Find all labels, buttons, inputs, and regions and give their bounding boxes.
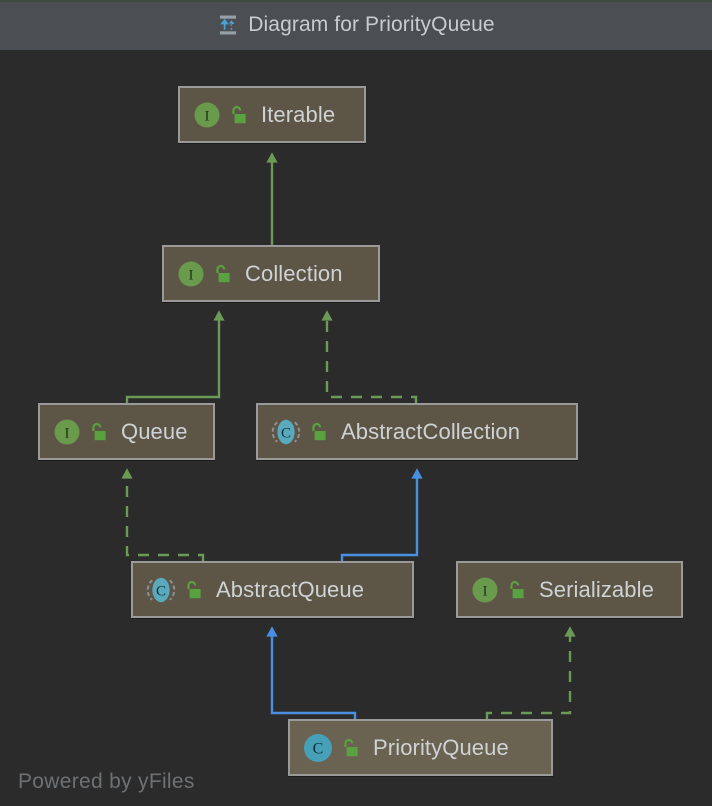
edge-priorityqueue-extends-abstractqueue <box>266 626 357 719</box>
interface-icon: I <box>54 419 80 444</box>
svg-text:C: C <box>313 740 324 757</box>
node-label: Serializable <box>539 576 654 602</box>
open-lock-icon <box>187 580 201 598</box>
node-queue[interactable]: I Queue <box>38 403 215 460</box>
node-icon-group: I <box>470 575 526 605</box>
window-title: Diagram for PriorityQueue <box>248 13 495 36</box>
edge-abstractcollection-implements-collection <box>321 310 418 403</box>
window-titlebar: Diagram for PriorityQueue <box>0 0 712 50</box>
svg-text:I: I <box>483 583 488 599</box>
node-label: Iterable <box>261 101 336 127</box>
node-icon-group: C <box>145 575 203 605</box>
open-lock-icon <box>216 264 230 282</box>
node-iterable[interactable]: I Iterable <box>178 86 366 143</box>
node-icon-group: I <box>176 259 232 289</box>
open-lock-icon <box>92 422 106 440</box>
open-lock-icon <box>232 105 246 123</box>
interface-icon: I <box>178 261 204 286</box>
diagram-hierarchy-icon <box>217 14 239 36</box>
svg-text:I: I <box>65 425 70 441</box>
node-label: AbstractQueue <box>216 576 365 602</box>
node-icon-group: C <box>302 732 360 764</box>
edge-abstractqueue-implements-queue <box>121 468 205 561</box>
svg-text:I: I <box>205 108 210 124</box>
node-label: Collection <box>245 260 343 286</box>
yfiles-watermark: Powered by yFiles <box>18 770 195 793</box>
node-label: PriorityQueue <box>373 734 509 760</box>
node-label: AbstractCollection <box>341 418 521 444</box>
interface-icon: I <box>472 577 498 602</box>
svg-text:I: I <box>189 267 194 283</box>
node-icon-group: C <box>270 417 328 447</box>
open-lock-icon <box>344 738 358 756</box>
node-serializable[interactable]: I Serializable <box>456 561 683 618</box>
open-lock-icon <box>510 580 524 598</box>
abstract-class-icon: C <box>271 419 301 444</box>
class-icon: C <box>304 733 332 762</box>
interface-icon: I <box>194 102 220 127</box>
open-lock-icon <box>312 422 326 440</box>
node-icon-group: I <box>192 100 248 130</box>
edge-priorityqueue-implements-serializable <box>485 626 576 719</box>
node-priorityqueue[interactable]: C PriorityQueue <box>288 719 553 776</box>
abstract-class-icon: C <box>146 577 176 602</box>
edge-abstractqueue-extends-abstractcollection <box>340 468 423 561</box>
node-abstractcollection[interactable]: C AbstractCollection <box>256 403 578 460</box>
diagram-canvas[interactable]: Iterable --> Collection --> Collection -… <box>0 50 712 806</box>
edge-queue-extends-collection-line <box>125 310 225 403</box>
svg-text:C: C <box>156 583 166 599</box>
edge-layer: Iterable --> Collection --> Collection -… <box>121 152 576 719</box>
node-label: Queue <box>121 418 188 444</box>
svg-text:C: C <box>281 425 291 441</box>
node-icon-group: I <box>52 417 108 447</box>
titlebar-content: Diagram for PriorityQueue <box>217 13 495 37</box>
node-collection[interactable]: I Collection <box>162 245 380 302</box>
node-abstractqueue[interactable]: C AbstractQueue <box>131 561 414 618</box>
